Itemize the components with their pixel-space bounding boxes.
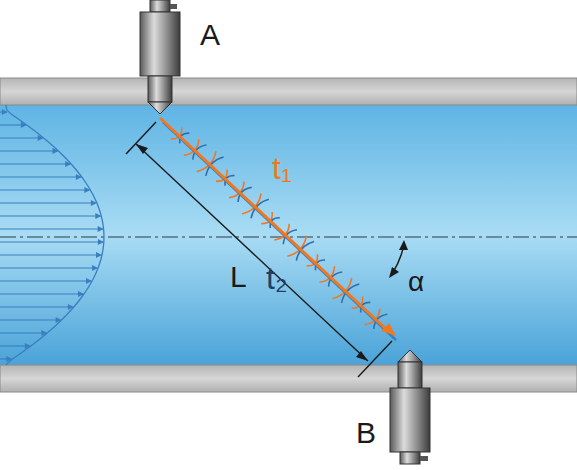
angle-arrow	[399, 240, 408, 250]
transducer-label: A	[200, 20, 220, 50]
fluid	[0, 105, 577, 365]
dimension-arrow	[136, 144, 148, 154]
length-dimension	[126, 122, 392, 377]
sound-path-downstream	[160, 118, 388, 331]
pipe-wall-top	[0, 78, 577, 105]
length-label: L	[230, 262, 247, 292]
transducer-label: B	[356, 418, 376, 448]
transducer-b	[390, 350, 430, 464]
sound-arrowhead	[381, 323, 396, 336]
dimension-arrow	[356, 351, 368, 361]
pipe-wall-bottom	[0, 365, 577, 392]
velocity-profile	[0, 105, 104, 365]
angle-label: α	[408, 268, 424, 296]
angle-arrow	[389, 267, 399, 278]
transducer-a	[140, 0, 180, 114]
transit-time-label: t₂	[266, 262, 287, 294]
transit-time-label: t₁	[272, 152, 292, 184]
